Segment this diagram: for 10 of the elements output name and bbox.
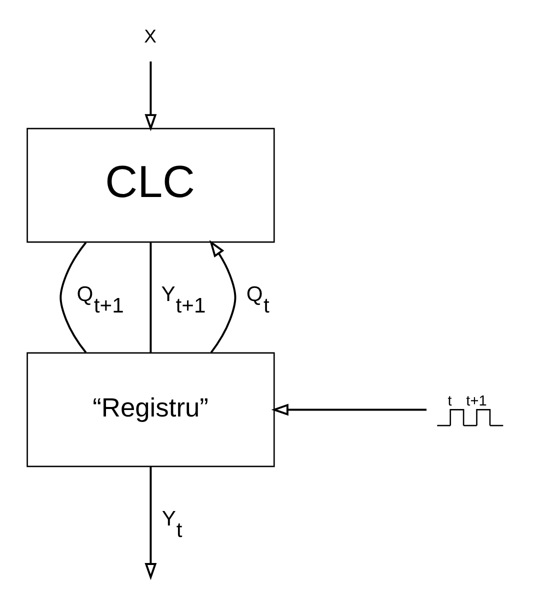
arrow — [270, 404, 426, 416]
node-box: “Registru” — [26, 352, 274, 468]
node-box: CLC — [26, 128, 274, 243]
node-text: X — [144, 25, 156, 46]
connector — [149, 242, 152, 353]
arrow — [144, 466, 156, 580]
connector — [59, 242, 86, 354]
arrow — [208, 240, 236, 354]
node-text: t t+1 — [447, 393, 486, 410]
arrow — [144, 61, 156, 132]
